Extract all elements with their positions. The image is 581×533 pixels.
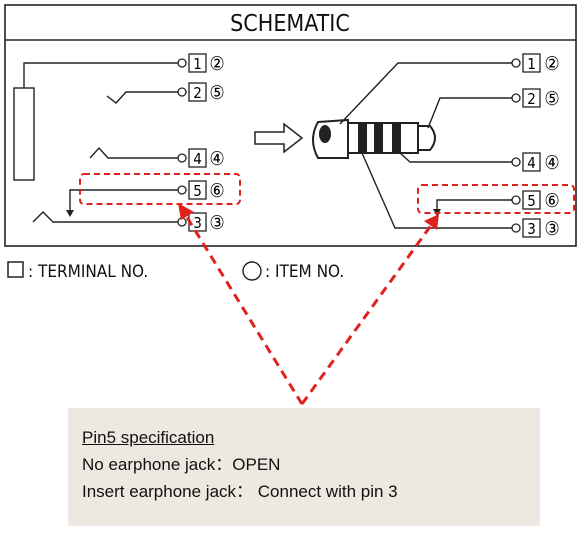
plug-ring-3 — [392, 123, 401, 153]
right-pin5-highlight — [417, 184, 575, 214]
terminal-number: 3 — [193, 214, 202, 232]
terminal-number: 5 — [527, 192, 536, 210]
pin-terminal-dot — [511, 195, 521, 205]
right-wire-5 — [436, 199, 512, 212]
callout-arrows — [178, 203, 439, 405]
plug-drawing — [312, 118, 436, 159]
left-circuit — [13, 62, 178, 223]
terminal-number: 4 — [527, 154, 536, 172]
terminal-legend-label: : TERMINAL NO. — [28, 262, 148, 282]
terminal-box — [188, 148, 207, 168]
pin5-specification-note: Pin5 specification No earphone jack：OPEN… — [68, 408, 540, 526]
item-number: ② — [209, 53, 224, 75]
left-pin-labels: 1 ② 2 ⑤ 4 ④ 5 ⑥ 3 ③ — [177, 53, 225, 234]
right-pin-2: 2 ⑤ — [511, 88, 560, 110]
terminal-number: 4 — [193, 150, 202, 168]
schematic-title: SCHEMATIC — [230, 11, 350, 37]
left-switch-arrow — [66, 210, 74, 217]
terminal-box — [522, 218, 541, 238]
terminal-number: 1 — [527, 55, 536, 73]
legend: : TERMINAL NO. : ITEM NO. — [7, 261, 344, 282]
right-wire-1 — [339, 62, 512, 125]
item-number: ⑤ — [544, 88, 559, 110]
pin-terminal-dot — [511, 58, 521, 68]
pin-terminal-dot — [511, 157, 521, 167]
right-pin-labels: 1 ② 2 ⑤ 4 ④ 5 ⑥ 3 ③ — [511, 53, 560, 240]
pin-terminal-dot — [511, 93, 521, 103]
right-pin-3: 3 ③ — [511, 218, 560, 240]
note-line-connect: Insert earphone jack： Connect with pin 3 — [82, 482, 398, 501]
jack-body — [13, 87, 35, 181]
pin-terminal-dot — [177, 87, 187, 97]
right-pin-1: 1 ② — [511, 53, 560, 75]
plug-ring-2 — [374, 123, 383, 153]
right-wire-2 — [427, 97, 512, 129]
plug-ring-1 — [358, 123, 367, 153]
item-number: ⑥ — [544, 190, 559, 212]
item-number: ⑥ — [209, 180, 224, 202]
item-number: ② — [544, 53, 559, 75]
right-wire-3 — [361, 152, 512, 229]
pin-terminal-dot — [177, 153, 187, 163]
left-pin5-highlight — [79, 173, 241, 205]
terminal-box — [522, 88, 541, 108]
terminal-box — [188, 180, 207, 200]
pin-terminal-dot — [511, 223, 521, 233]
left-pin-4: 4 ④ — [177, 148, 225, 170]
item-number: ④ — [209, 148, 224, 170]
left-pin-5: 5 ⑥ — [177, 180, 225, 202]
right-pin-5: 5 ⑥ — [511, 190, 560, 212]
right-callout-line — [300, 223, 434, 405]
item-number: ⑤ — [209, 82, 224, 104]
left-wire-1 — [23, 62, 178, 88]
terminal-number: 3 — [527, 220, 536, 238]
hollow-arrow-icon — [254, 122, 304, 154]
plug-cap-hole — [319, 125, 331, 143]
left-pin-3: 3 ③ — [177, 212, 225, 234]
right-callout-arrowhead — [424, 214, 439, 230]
note-line-open: No earphone jack：OPEN — [82, 455, 281, 474]
item-number: ③ — [209, 212, 224, 234]
terminal-box — [522, 190, 541, 210]
left-pin-1: 1 ② — [177, 53, 225, 75]
left-wire-3 — [32, 211, 178, 223]
item-legend-label: : ITEM NO. — [265, 262, 344, 282]
right-circuit — [339, 62, 512, 229]
terminal-box — [522, 152, 541, 172]
left-callout-line — [183, 213, 304, 405]
item-number: ③ — [544, 218, 559, 240]
terminal-number: 5 — [193, 182, 202, 200]
left-wire-4 — [89, 146, 178, 159]
left-wire-2 — [106, 91, 178, 104]
terminal-number: 2 — [193, 84, 202, 102]
right-pin-4: 4 ④ — [511, 152, 560, 174]
plug-tip — [417, 125, 436, 151]
terminal-box — [522, 53, 541, 73]
terminal-number: 1 — [193, 55, 202, 73]
terminal-number: 2 — [527, 90, 536, 108]
left-wire-5 — [69, 189, 178, 213]
right-wire-4 — [399, 152, 512, 163]
pin-terminal-dot — [177, 185, 187, 195]
schematic-frame — [4, 4, 577, 247]
note-title: Pin5 specification — [82, 428, 215, 447]
pin-terminal-dot — [177, 58, 187, 68]
left-pin-2: 2 ⑤ — [177, 82, 225, 104]
terminal-box — [188, 53, 207, 73]
terminal-box — [188, 82, 207, 102]
item-legend-circle — [242, 261, 262, 281]
left-callout-arrowhead — [178, 203, 194, 220]
plug-cap — [312, 118, 349, 159]
item-number: ④ — [544, 152, 559, 174]
terminal-legend-square — [7, 261, 24, 278]
